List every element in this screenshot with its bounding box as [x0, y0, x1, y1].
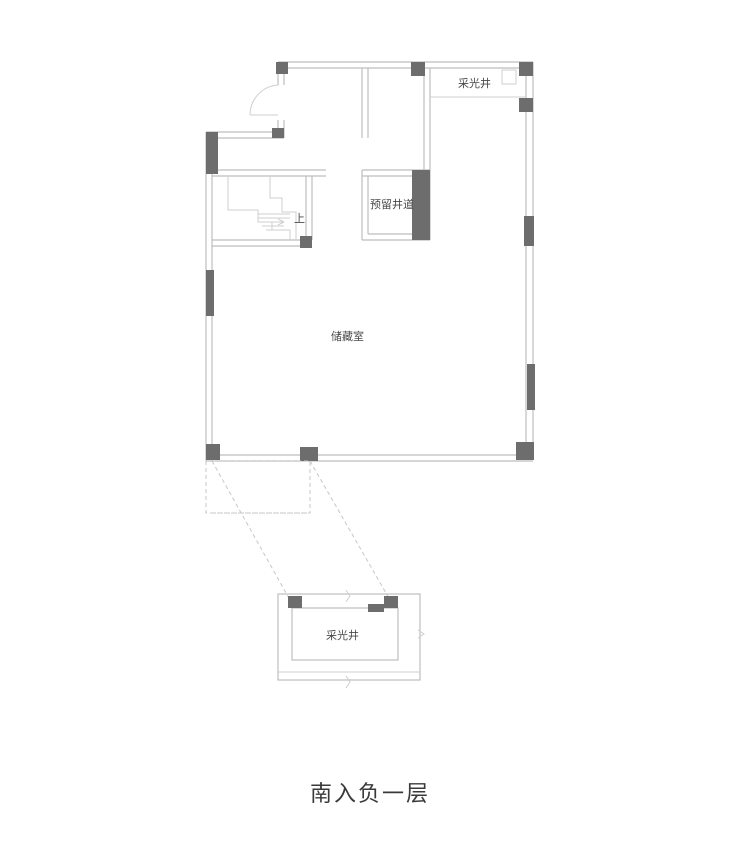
stair: 上: [227, 176, 305, 240]
room-label-reserved-shaft: 预留井道: [370, 197, 414, 211]
room-label-storage: 储藏室: [331, 329, 364, 343]
stair-up-label: 上: [294, 212, 305, 225]
room-label-lightwell-top: 采光井: [458, 76, 491, 90]
plan-caption: 南入负一层: [309, 782, 430, 807]
room-label-lightwell-bottom: 采光井: [326, 628, 359, 642]
ramp-dashed: [205, 460, 391, 601]
columns: [206, 62, 535, 461]
interior-walls: [212, 68, 526, 247]
lower-lightwell: [277, 589, 425, 689]
door-swing: [249, 84, 279, 116]
exterior-walls: [205, 61, 534, 462]
